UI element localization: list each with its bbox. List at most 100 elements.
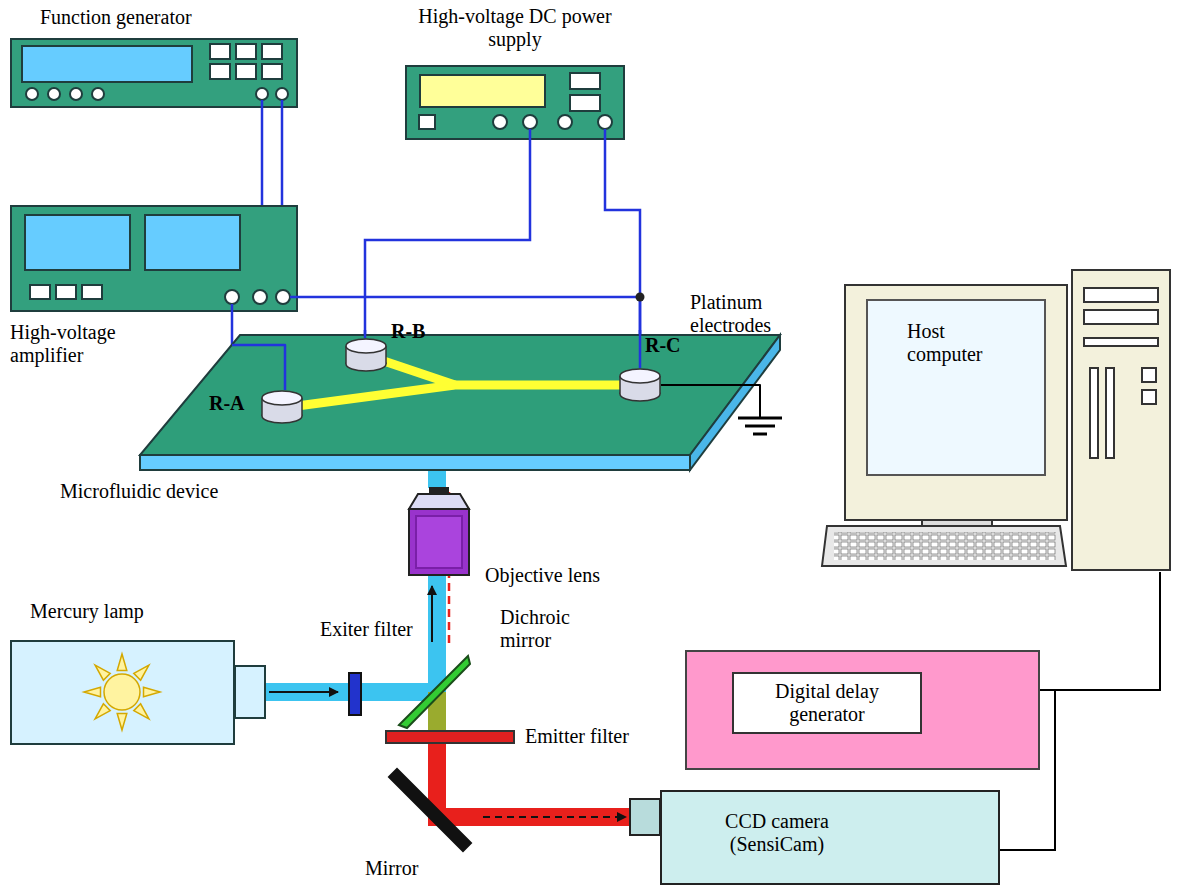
microfluidic-chip-part (364, 330, 367, 338)
high-voltage-amplifier-part (56, 285, 76, 299)
electrode-wire (365, 140, 530, 338)
arrow-line (269, 691, 338, 693)
function-generator-part (92, 88, 104, 100)
dc-power-supply-part (419, 115, 435, 129)
folding-mirror-outline (385, 765, 475, 855)
dichroic-mirror-part (428, 692, 446, 728)
reservoir: R-B (345, 338, 387, 372)
host-computer-part (1090, 368, 1098, 458)
reservoir-part (301, 398, 303, 416)
host-computer-part (1084, 338, 1158, 346)
function-generator-part (210, 64, 230, 79)
wire-path (1000, 572, 1160, 850)
host-computer-part (1084, 310, 1158, 324)
folding-mirror-label: Mirror (365, 857, 418, 880)
mercury-lamp-part (117, 714, 127, 731)
microfluidic-chip-part (753, 433, 767, 436)
junction-dot (636, 293, 645, 302)
dc-power-supply-part (598, 115, 612, 129)
arrow-line (483, 816, 626, 818)
high-voltage-amplifier-part (253, 290, 267, 304)
dichroic-mirror-outline (395, 652, 470, 728)
host-computer-part (867, 300, 1045, 475)
exciter-filter: Exiter filter (348, 672, 362, 716)
microfluidic-chip: Microfluidic deviceR-AR-BR-C (135, 330, 810, 471)
objective-lens-part (409, 509, 469, 575)
high-voltage-amplifier-part (290, 296, 298, 299)
objective-lens-label: Objective lens (485, 564, 600, 587)
mercury-lamp-part (134, 704, 149, 719)
function-generator-label: Function generator (40, 6, 192, 29)
reservoir-part (659, 376, 661, 394)
microfluidic-chip-part (690, 335, 780, 470)
camera-lens (630, 799, 660, 835)
function-generator-part (22, 46, 192, 82)
dc-power-supply-outline (405, 65, 625, 140)
emitter-filter-label: Emitter filter (525, 725, 629, 748)
dc-power-supply-part (558, 115, 572, 129)
function-generator-part (281, 100, 284, 108)
return-light-line (448, 492, 451, 646)
wire-path (605, 140, 640, 368)
emitter-filter-outline (385, 730, 515, 744)
folding-mirror: Mirror (385, 765, 475, 855)
host-computer-part (845, 285, 1067, 520)
function-generator-part (262, 64, 282, 79)
high-voltage-amplifier-part (25, 215, 130, 270)
host-computer-part (822, 526, 1066, 566)
high-voltage-amplifier: High-voltage amplifier (10, 205, 298, 312)
electrode-wire (298, 297, 640, 368)
host-computer-part (834, 532, 1056, 560)
beam-path (428, 728, 446, 730)
reservoir-outline (619, 368, 661, 402)
wire-path (1040, 572, 1160, 690)
host-computer-outline (822, 268, 1174, 572)
mercury-lamp-part (11, 641, 234, 744)
delay-generator-label: Digital delay generator (732, 672, 922, 734)
function-generator-part (236, 64, 256, 79)
reservoir-part (262, 398, 302, 416)
microfluidic-chip-part (661, 385, 760, 418)
dc-power-supply-part (570, 95, 600, 111)
function-generator: Function generator (10, 38, 298, 108)
reservoir-label: R-A (209, 392, 245, 415)
ccd-camera-label: CCD camera (SensiCam) (702, 810, 852, 856)
microfluidic-chip-part (282, 385, 640, 408)
beam-path (362, 683, 395, 701)
dichroic-mirror-part (399, 656, 470, 728)
host-computer-part (922, 520, 992, 526)
signal-cable (1000, 572, 1160, 850)
emitter-filter: Emitter filter (385, 730, 515, 744)
mercury-lamp-part (117, 654, 127, 671)
function-generator-part (276, 88, 288, 100)
mercury-lamp-part (144, 687, 161, 697)
objective-lens-part (430, 488, 448, 494)
dc-power-supply-part (420, 75, 545, 107)
host-computer-part (1142, 368, 1156, 382)
function-generator-part (261, 100, 264, 108)
exciter-filter-part (349, 673, 361, 715)
mercury-lamp-outline (10, 640, 235, 745)
function-generator-part (26, 88, 38, 100)
function-generator-part (48, 88, 60, 100)
dichroic-mirror-part (428, 652, 446, 692)
signal-cable (1040, 572, 1160, 690)
function-generator-part (262, 44, 282, 59)
reservoir-part (262, 391, 302, 405)
dc-power-supply-label: High-voltage DC power supply (415, 5, 615, 51)
beam-path (428, 744, 446, 765)
mercury-lamp-part (104, 674, 140, 710)
dichroic-mirror: Dichroic mirror (395, 652, 470, 728)
delay-generator: Digital delay generator (685, 650, 1040, 770)
folding-mirror-part (428, 808, 475, 826)
high-voltage-amplifier-part (82, 285, 102, 299)
reservoir-part (262, 409, 302, 423)
reservoir-part (346, 339, 386, 353)
mercury-lamp-part (95, 704, 110, 719)
exciter-filter-outline (348, 672, 362, 716)
reservoir-part (619, 376, 621, 394)
wire-path (281, 108, 284, 205)
